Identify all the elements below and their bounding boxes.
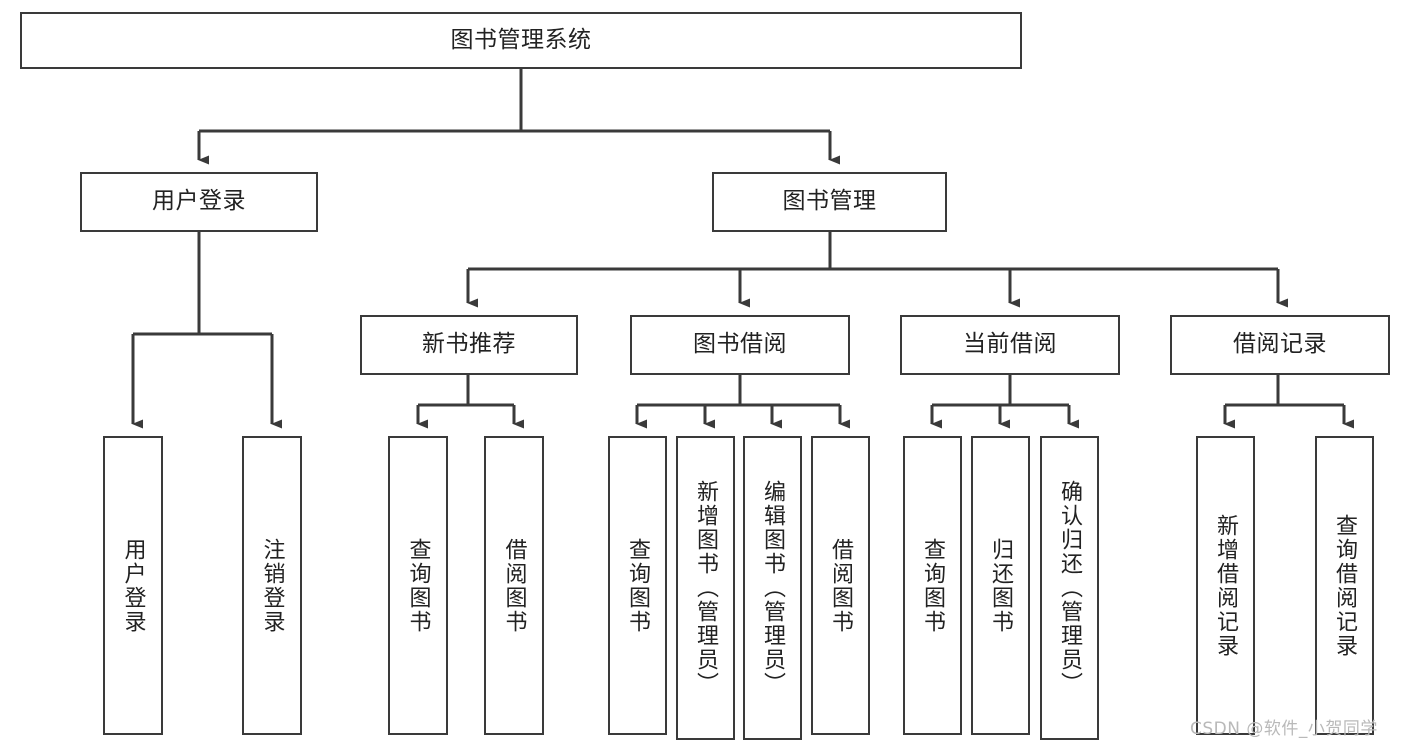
- leaf-add-book-admin-label: 新增图书（管理员）: [693, 480, 719, 696]
- leaf-borrow-book-label: 借阅图书: [828, 537, 854, 634]
- node-root-label: 图书管理系统: [450, 26, 592, 53]
- node-user-login[interactable]: 用户登录: [80, 172, 318, 232]
- csdn-watermark: CSDN @软件_小贺同学: [1190, 719, 1378, 739]
- edges-book-manage-to-level3: [466, 232, 1288, 308]
- leaf-query-book-current-label: 查询图书: [920, 537, 946, 634]
- node-current-borrow[interactable]: 当前借阅: [900, 315, 1120, 375]
- leaf-confirm-return-admin-label: 确认归还（管理员）: [1057, 480, 1083, 696]
- leaf-add-book-admin[interactable]: 新增图书（管理员）: [676, 436, 735, 740]
- leaf-edit-book-admin[interactable]: 编辑图书（管理员）: [743, 436, 802, 740]
- leaf-query-book-borrow-label: 查询图书: [625, 537, 651, 634]
- leaf-user-login-label: 用户登录: [120, 537, 146, 634]
- leaf-borrow-book-recommend[interactable]: 借阅图书: [484, 436, 544, 735]
- node-new-book-recommend-label: 新书推荐: [422, 331, 516, 358]
- node-user-login-label: 用户登录: [152, 188, 246, 215]
- leaf-add-borrow-record[interactable]: 新增借阅记录: [1196, 436, 1255, 735]
- leaf-return-book[interactable]: 归还图书: [971, 436, 1030, 735]
- leaf-edit-book-admin-label: 编辑图书（管理员）: [760, 480, 786, 696]
- node-book-borrow-label: 图书借阅: [693, 331, 787, 358]
- leaf-query-book-current[interactable]: 查询图书: [903, 436, 962, 735]
- node-book-borrow[interactable]: 图书借阅: [630, 315, 850, 375]
- node-book-manage-label: 图书管理: [782, 188, 877, 215]
- leaf-borrow-book-recommend-label: 借阅图书: [501, 537, 527, 634]
- leaf-logout-login[interactable]: 注销登录: [242, 436, 302, 735]
- node-borrow-record-label: 借阅记录: [1233, 331, 1327, 358]
- edges-user-login-to-leaves: [131, 232, 282, 429]
- leaf-return-book-label: 归还图书: [988, 537, 1014, 634]
- node-current-borrow-label: 当前借阅: [963, 331, 1057, 358]
- node-borrow-record[interactable]: 借阅记录: [1170, 315, 1390, 375]
- edges-new-book-recommend-to-leaves: [416, 375, 524, 429]
- node-new-book-recommend[interactable]: 新书推荐: [360, 315, 578, 375]
- node-book-manage[interactable]: 图书管理: [712, 172, 947, 232]
- leaf-query-book-borrow[interactable]: 查询图书: [608, 436, 667, 735]
- edges-current-borrow-to-leaves: [930, 375, 1079, 429]
- node-root[interactable]: 图书管理系统: [20, 12, 1022, 69]
- leaf-confirm-return-admin[interactable]: 确认归还（管理员）: [1040, 436, 1099, 740]
- leaf-user-login[interactable]: 用户登录: [103, 436, 163, 735]
- leaf-query-borrow-record-label: 查询借阅记录: [1332, 513, 1358, 658]
- leaf-query-book-recommend[interactable]: 查询图书: [388, 436, 448, 735]
- edges-borrow-record-to-leaves: [1223, 375, 1354, 429]
- leaf-query-book-recommend-label: 查询图书: [405, 537, 431, 634]
- edges-book-borrow-to-leaves: [635, 375, 850, 429]
- leaf-query-borrow-record[interactable]: 查询借阅记录: [1315, 436, 1374, 735]
- edges-root-to-level2: [197, 69, 840, 165]
- leaf-add-borrow-record-label: 新增借阅记录: [1213, 513, 1239, 658]
- leaf-borrow-book[interactable]: 借阅图书: [811, 436, 870, 735]
- leaf-logout-login-label: 注销登录: [259, 537, 285, 634]
